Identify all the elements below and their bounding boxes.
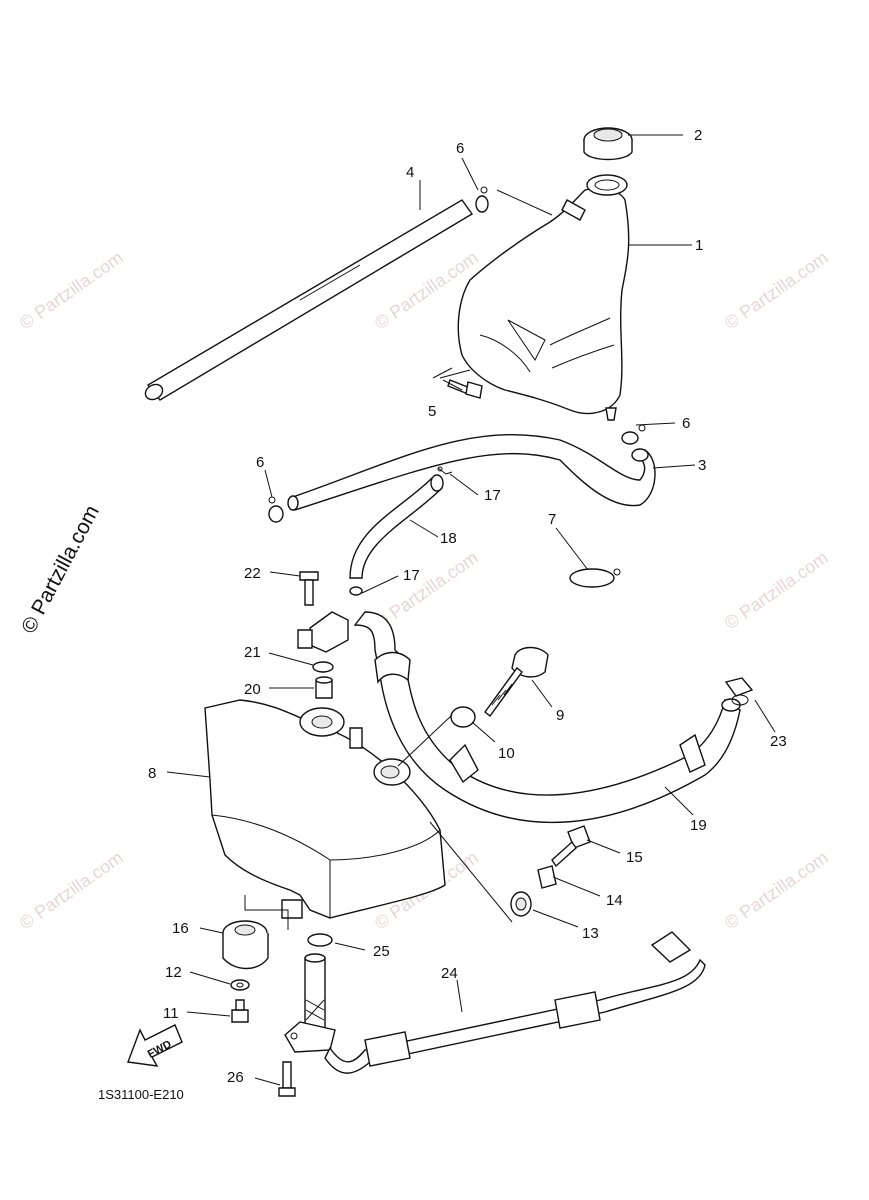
part-25-o-ring[interactable]: [307, 933, 333, 947]
callout-20[interactable]: 20: [244, 681, 261, 698]
callout-10[interactable]: 10: [498, 745, 515, 762]
part-18-hose[interactable]: [349, 474, 444, 579]
callout-19[interactable]: 19: [690, 817, 707, 834]
watermark: © Partzilla.com: [721, 547, 832, 633]
part-24-oil-pipe[interactable]: [324, 931, 706, 1074]
part-26-bolt[interactable]: [278, 1061, 296, 1097]
callout-25[interactable]: 25: [373, 943, 390, 960]
callout-6[interactable]: 6: [456, 140, 464, 157]
leader-lines: [166, 134, 776, 1086]
callout-2[interactable]: 2: [694, 127, 702, 144]
callout-21[interactable]: 21: [244, 644, 261, 661]
callout-23[interactable]: 23: [770, 733, 787, 750]
part-17-clamp[interactable]: [349, 586, 363, 596]
part-20-collar[interactable]: [315, 676, 333, 699]
part-17-clamp[interactable]: [437, 466, 453, 475]
callout-1[interactable]: 1: [695, 237, 703, 254]
oil-strainer[interactable]: [284, 953, 336, 1053]
callout-15[interactable]: 15: [626, 849, 643, 866]
diagram-code: 1S31100-E210: [98, 1087, 184, 1102]
callout-16[interactable]: 16: [172, 920, 189, 937]
callout-labels: 1 2 3 4 5 6 6 6 7 8 9 10 11 12 13 14 15 …: [98, 127, 787, 1102]
callout-26[interactable]: 26: [227, 1069, 244, 1086]
part-11-bolt[interactable]: [231, 999, 249, 1023]
part-10-o-ring[interactable]: [450, 706, 476, 728]
callout-7[interactable]: 7: [548, 511, 556, 528]
part-16-grommet[interactable]: [222, 920, 269, 970]
part-23-clamp[interactable]: [724, 677, 754, 706]
watermark: © Partzilla.com: [16, 847, 127, 933]
callout-17[interactable]: 17: [484, 487, 501, 504]
callout-6[interactable]: 6: [256, 454, 264, 471]
part-21-o-ring[interactable]: [312, 661, 334, 673]
watermark: © Partzilla.com: [16, 247, 127, 333]
bracket[interactable]: [297, 611, 349, 653]
callout-6[interactable]: 6: [682, 415, 690, 432]
part-14-collar[interactable]: [537, 865, 557, 889]
main-watermark: © Partzilla.com: [17, 502, 104, 638]
part-3-overflow-hose[interactable]: [287, 434, 656, 511]
part-8-oil-tank[interactable]: [204, 699, 446, 919]
part-6-clip[interactable]: [475, 186, 489, 213]
watermark: © Partzilla.com: [721, 847, 832, 933]
part-5-bolt[interactable]: [447, 379, 483, 399]
callout-9[interactable]: 9: [556, 707, 564, 724]
callout-12[interactable]: 12: [165, 964, 182, 981]
part-15-bolt[interactable]: [551, 825, 591, 868]
callout-5[interactable]: 5: [428, 403, 436, 420]
part-9-cap[interactable]: [484, 646, 549, 718]
callout-4[interactable]: 4: [406, 164, 414, 181]
callout-3[interactable]: 3: [698, 457, 706, 474]
callout-18[interactable]: 18: [440, 530, 457, 547]
part-6-clip[interactable]: [621, 424, 646, 445]
callout-13[interactable]: 13: [582, 925, 599, 942]
part-6-clip[interactable]: [268, 496, 284, 523]
callout-17[interactable]: 17: [403, 567, 420, 584]
callout-24[interactable]: 24: [441, 965, 458, 982]
callout-14[interactable]: 14: [606, 892, 623, 909]
callout-22[interactable]: 22: [244, 565, 261, 582]
part-12-washer[interactable]: [230, 979, 250, 991]
part-7-clamp[interactable]: [569, 568, 621, 588]
part-2-cap[interactable]: [583, 127, 633, 161]
watermark: © Partzilla.com: [721, 247, 832, 333]
part-13-grommet[interactable]: [510, 891, 532, 917]
part-4-vent-tube[interactable]: [143, 199, 474, 403]
callout-11[interactable]: 11: [163, 1005, 179, 1022]
fwd-arrow: FWD: [127, 1024, 183, 1067]
part-22-bolt[interactable]: [299, 571, 319, 606]
callout-8[interactable]: 8: [148, 765, 156, 782]
part-19-hose[interactable]: [353, 611, 741, 824]
part-1-reservoir-tank[interactable]: [457, 174, 630, 421]
